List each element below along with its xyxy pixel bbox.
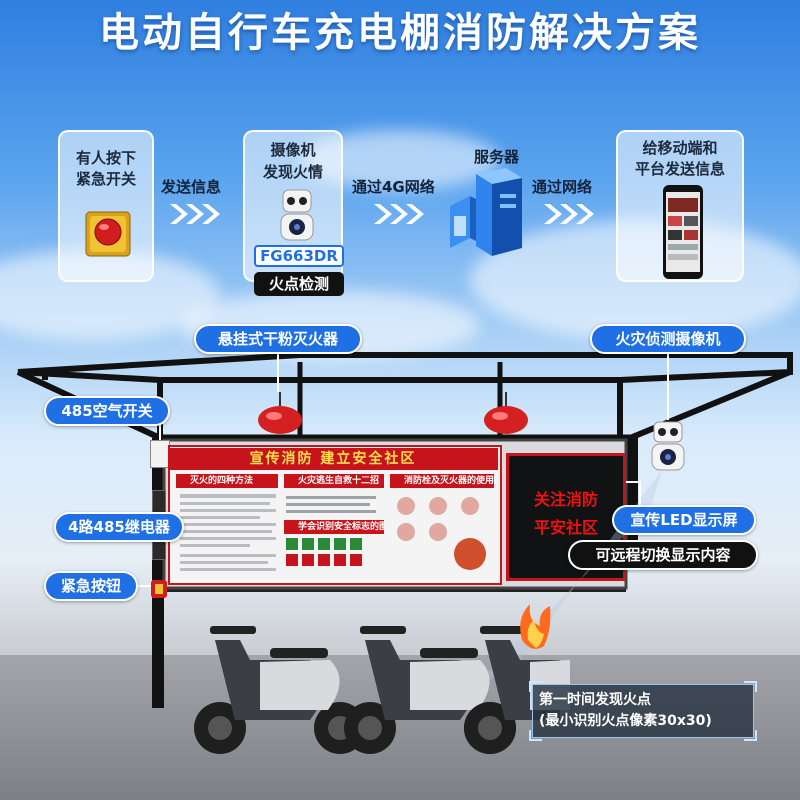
hud-line-2: (最小识别火点像素30x30) xyxy=(539,713,712,729)
extinguisher-icon xyxy=(258,392,302,434)
extinguisher-icon xyxy=(484,392,528,434)
hud-corners xyxy=(529,681,757,741)
camera-card: 摄像机 发现火情 xyxy=(243,130,343,282)
step-4g-network: 通过4G网络 xyxy=(352,178,435,196)
led-line-1: 关注消防 xyxy=(533,490,598,509)
arrow-right-icon xyxy=(374,204,424,224)
board-section-2: 火灾逃生自救十二招 xyxy=(284,474,384,488)
emergency-switch-card: 有人按下 紧急开关 xyxy=(58,130,154,282)
arrow-right-icon xyxy=(170,204,220,224)
board-section-3: 消防栓及灭火器的使用方法 xyxy=(390,474,494,488)
emergency-button-device xyxy=(151,580,167,598)
callout-air-switch: 485空气开关 xyxy=(44,396,170,426)
card3-line1: 给移动端和 xyxy=(642,139,718,157)
card1-line1: 有人按下 xyxy=(75,149,136,167)
step-network: 通过网络 xyxy=(532,178,593,196)
card3-line2: 平台发送信息 xyxy=(634,160,725,178)
fire-camera-icon xyxy=(651,421,685,471)
model-badge: FG663DR xyxy=(254,245,344,267)
detection-hud: 第一时间发现火点 (最小识别火点像素30x30) xyxy=(532,684,754,738)
callout-led-screen: 宣传LED显示屏 xyxy=(612,505,756,535)
camera-icon xyxy=(280,189,314,241)
callout-emergency-button: 紧急按钮 xyxy=(44,571,138,601)
card1-line2: 紧急开关 xyxy=(75,170,136,188)
board-section-4: 学会识别安全标志的图标 xyxy=(284,520,384,534)
mobile-notify-card: 给移动端和 平台发送信息 xyxy=(616,130,744,282)
step-send-info: 发送信息 xyxy=(161,178,222,196)
smartphone-icon xyxy=(663,185,703,279)
callout-fire-camera: 火灾侦测摄像机 xyxy=(590,324,746,354)
led-line-2: 平安社区 xyxy=(533,518,598,537)
hud-line-1: 第一时间发现火点 xyxy=(539,692,651,708)
callout-extinguisher: 悬挂式干粉灭火器 xyxy=(194,324,362,354)
arrow-right-icon xyxy=(544,204,594,224)
board-section-1: 灭火的四种方法 xyxy=(176,474,278,488)
board-illustrations xyxy=(180,494,486,571)
e-bikes xyxy=(194,604,570,754)
fire-detect-badge: 火点检测 xyxy=(254,272,344,296)
callout-relay: 4路485继电器 xyxy=(54,512,184,542)
card2-line1: 摄像机 xyxy=(270,141,316,159)
board-title: 宣传消防 建立安全社区 xyxy=(168,448,498,470)
server-label: 服务器 xyxy=(474,148,520,166)
emergency-button-icon xyxy=(85,211,131,257)
page-title: 电动自行车充电棚消防解决方案 xyxy=(99,10,701,56)
card2-line2: 发现火情 xyxy=(262,163,323,181)
callout-remote-switch: 可远程切换显示内容 xyxy=(568,540,758,570)
server-icon xyxy=(450,168,522,256)
